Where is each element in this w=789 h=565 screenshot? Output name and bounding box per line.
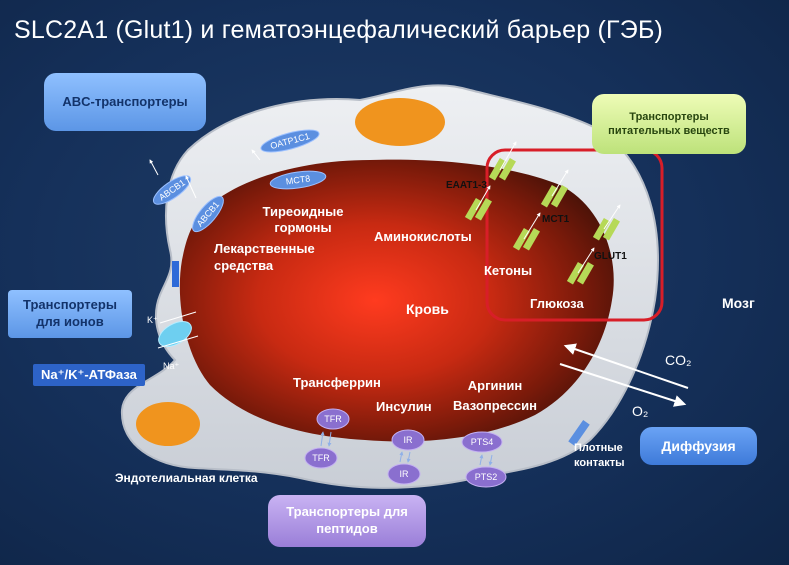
insulin-label: Инсулин <box>376 399 432 414</box>
co2-arrow <box>563 343 689 389</box>
thyroid-hormones-label: Тиреоидные гормоны <box>262 204 344 236</box>
ion-channel <box>172 261 179 287</box>
brain-label: Мозг <box>722 295 755 311</box>
amino-acids-label: Аминокислоты <box>374 229 472 244</box>
arginine-vasopressin-label: Аргинин Вазопрессин <box>452 378 537 414</box>
mct8-label: MCT8 <box>285 173 311 186</box>
nucleus-top <box>355 98 445 146</box>
glut1-channel-top <box>592 204 621 241</box>
abcb1-transporter-2 <box>185 175 224 233</box>
ion-transporters-box: Транспортеры для ионов <box>8 290 132 338</box>
k-plus-label: K⁺ <box>147 315 158 325</box>
transferrin-label: Трансферрин <box>293 375 381 390</box>
tight-junction <box>568 420 590 446</box>
eaat-label: EAAT1-3 <box>446 180 487 191</box>
glut1-label: GLUT1 <box>594 251 627 262</box>
abcb1-transporter-1 <box>149 159 192 205</box>
eaat-channel-top <box>488 141 517 181</box>
ir-label-top: IR <box>404 435 414 445</box>
glut1-channel-bottom <box>566 247 595 285</box>
co2-label: CO₂ <box>665 352 692 368</box>
pts4-transporter <box>461 431 503 453</box>
tfr-transporter-bottom <box>304 431 338 469</box>
nucleus-bottom-left <box>136 402 200 446</box>
ir-transporter-top <box>391 429 425 451</box>
abc-transporters-box: ABC-транспортеры <box>44 73 206 131</box>
pts4-label: PTS4 <box>471 437 494 447</box>
pts2-transporter <box>465 454 507 488</box>
diffusion-box: Диффузия <box>640 427 757 465</box>
mct1-channel-bottom <box>512 212 541 251</box>
peptide-transporters-box: Транспортеры для пептидов <box>268 495 426 547</box>
diagram-title: SLC2A1 (Glut1) и гематоэнцефалический ба… <box>14 16 664 44</box>
eaat-channel-bottom <box>464 185 492 221</box>
pts2-label: PTS2 <box>475 472 498 482</box>
drugs-label: Лекарственные средства <box>214 241 315 273</box>
tight-junctions-label: Плотные контакты <box>574 442 625 469</box>
glucose-label: Глюкоза <box>530 296 584 311</box>
endothelial-cell-label: Эндотелиальная клетка <box>115 471 258 485</box>
mct1-channel-top <box>540 169 569 208</box>
na-k-atpase-pump <box>157 311 199 349</box>
blood-label: Кровь <box>406 301 449 317</box>
ir-transporter-bottom <box>387 451 421 485</box>
nutrient-highlight-frame <box>485 148 664 322</box>
nutrient-transporters-box: Транспортеры питательных веществ <box>592 94 746 154</box>
na-k-atpase-label: Na⁺/K⁺-АТФаза <box>33 364 145 386</box>
na-plus-label: Na⁺ <box>163 361 180 371</box>
ketones-label: Кетоны <box>484 263 533 278</box>
oatp1c1-transporter <box>251 129 320 161</box>
o2-label: O₂ <box>632 403 649 419</box>
blood-lumen <box>179 159 614 442</box>
mct8-transporter <box>269 170 327 190</box>
tfr-label-bottom: TFR <box>312 453 330 463</box>
ir-label-bottom: IR <box>400 469 410 479</box>
tfr-label-top: TFR <box>324 414 342 424</box>
tfr-transporter-top <box>316 408 350 430</box>
o2-arrow <box>559 363 687 407</box>
mct1-label: MCT1 <box>542 214 570 225</box>
